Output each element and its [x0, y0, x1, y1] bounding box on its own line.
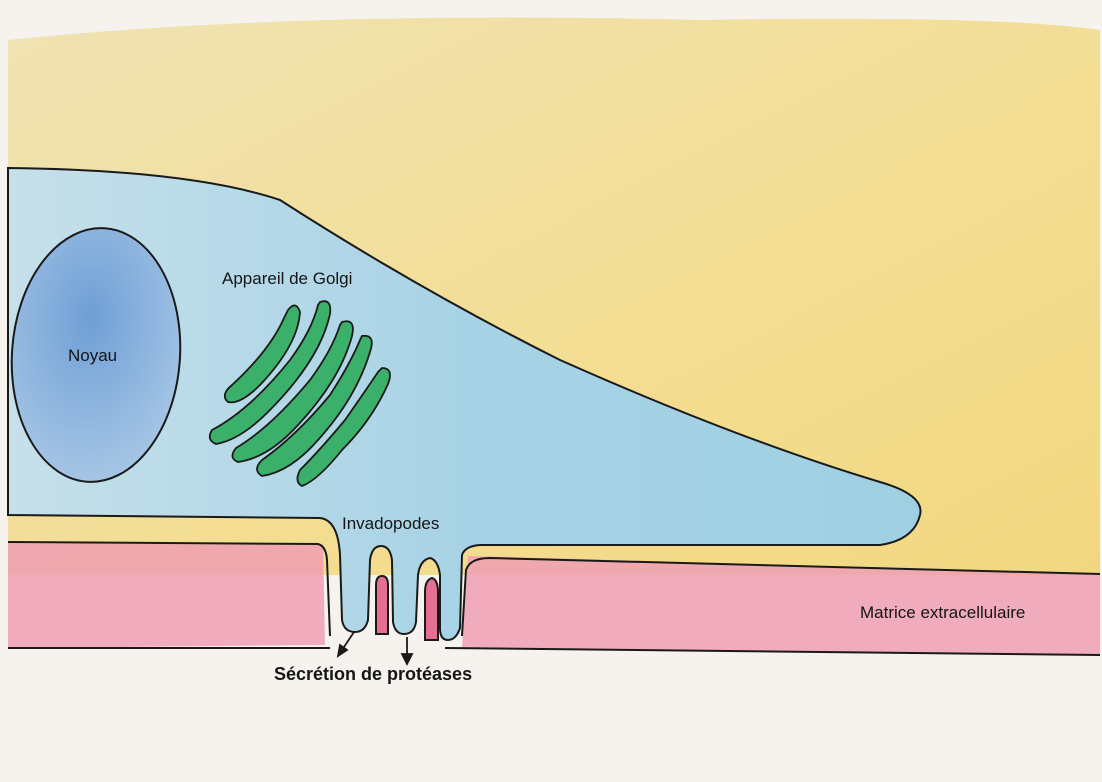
- golgi-label: Appareil de Golgi: [222, 270, 352, 287]
- protease-secretion-label: Sécrétion de protéases: [274, 665, 472, 683]
- invadopodia-label: Invadopodes: [342, 515, 439, 532]
- matrix-label: Matrice extracellulaire: [860, 604, 1025, 621]
- matrix-pillar-1: [376, 576, 388, 634]
- nucleus-label: Noyau: [68, 347, 117, 364]
- matrix-pillar-2: [425, 578, 438, 640]
